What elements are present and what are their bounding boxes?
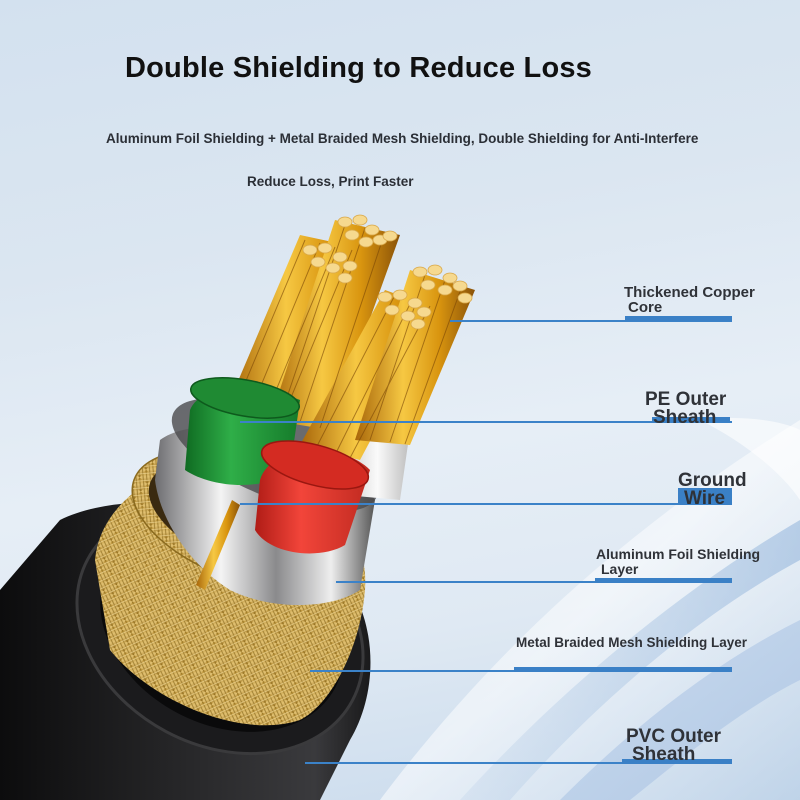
subtitle-line-1: Aluminum Foil Shielding + Metal Braided … — [106, 131, 699, 146]
callout-pe-outer-sheath: PE Outer Sheath — [645, 390, 726, 427]
leader-underline-braided-mesh — [514, 667, 732, 672]
callout-ground-wire: Ground Wire — [678, 471, 747, 508]
leader-line-aluminum-foil — [336, 581, 732, 583]
leader-underline-aluminum-foil — [595, 578, 732, 583]
subtitle-line-2: Reduce Loss, Print Faster — [247, 174, 414, 189]
callout-line-1: PE Outer — [645, 389, 727, 410]
leader-line-pvc-sheath — [305, 762, 732, 764]
callout-thickened-copper-core: Thickened Copper Core — [624, 285, 755, 315]
callout-pvc-outer-sheath: PVC Outer Sheath — [626, 727, 721, 764]
callout-line-2: Sheath — [632, 744, 696, 765]
callout-line-2: Core — [628, 299, 663, 316]
callout-line-1: Metal Braided Mesh Shielding Layer — [516, 635, 748, 650]
leader-line-pe-sheath — [240, 421, 732, 423]
callout-aluminum-foil-layer: Aluminum Foil Shielding Layer — [596, 547, 760, 576]
red-insulated-wire — [255, 440, 370, 554]
callout-line-1: Ground — [678, 470, 747, 491]
copper-strands — [230, 214, 475, 460]
callout-metal-braided-mesh-layer: Metal Braided Mesh Shielding Layer — [516, 636, 747, 650]
ground-wire — [196, 500, 240, 590]
callout-line-2: Sheath — [653, 407, 717, 428]
callout-line-2: Wire — [684, 488, 726, 509]
leader-underline-pe-sheath — [652, 417, 730, 422]
page-title: Double Shielding to Reduce Loss — [125, 52, 593, 84]
callout-line-1: Aluminum Foil Shielding — [596, 546, 761, 562]
leader-underline-copper-core — [625, 316, 732, 321]
leader-line-copper-core — [450, 320, 732, 322]
leader-underline-pvc-sheath — [622, 759, 732, 764]
callout-line-2: Layer — [601, 561, 639, 577]
callout-line-1: Thickened Copper — [624, 284, 755, 301]
callout-line-1: PVC Outer — [626, 726, 722, 747]
leader-underline-ground-wire — [678, 488, 732, 505]
leader-line-ground-wire — [240, 503, 732, 505]
